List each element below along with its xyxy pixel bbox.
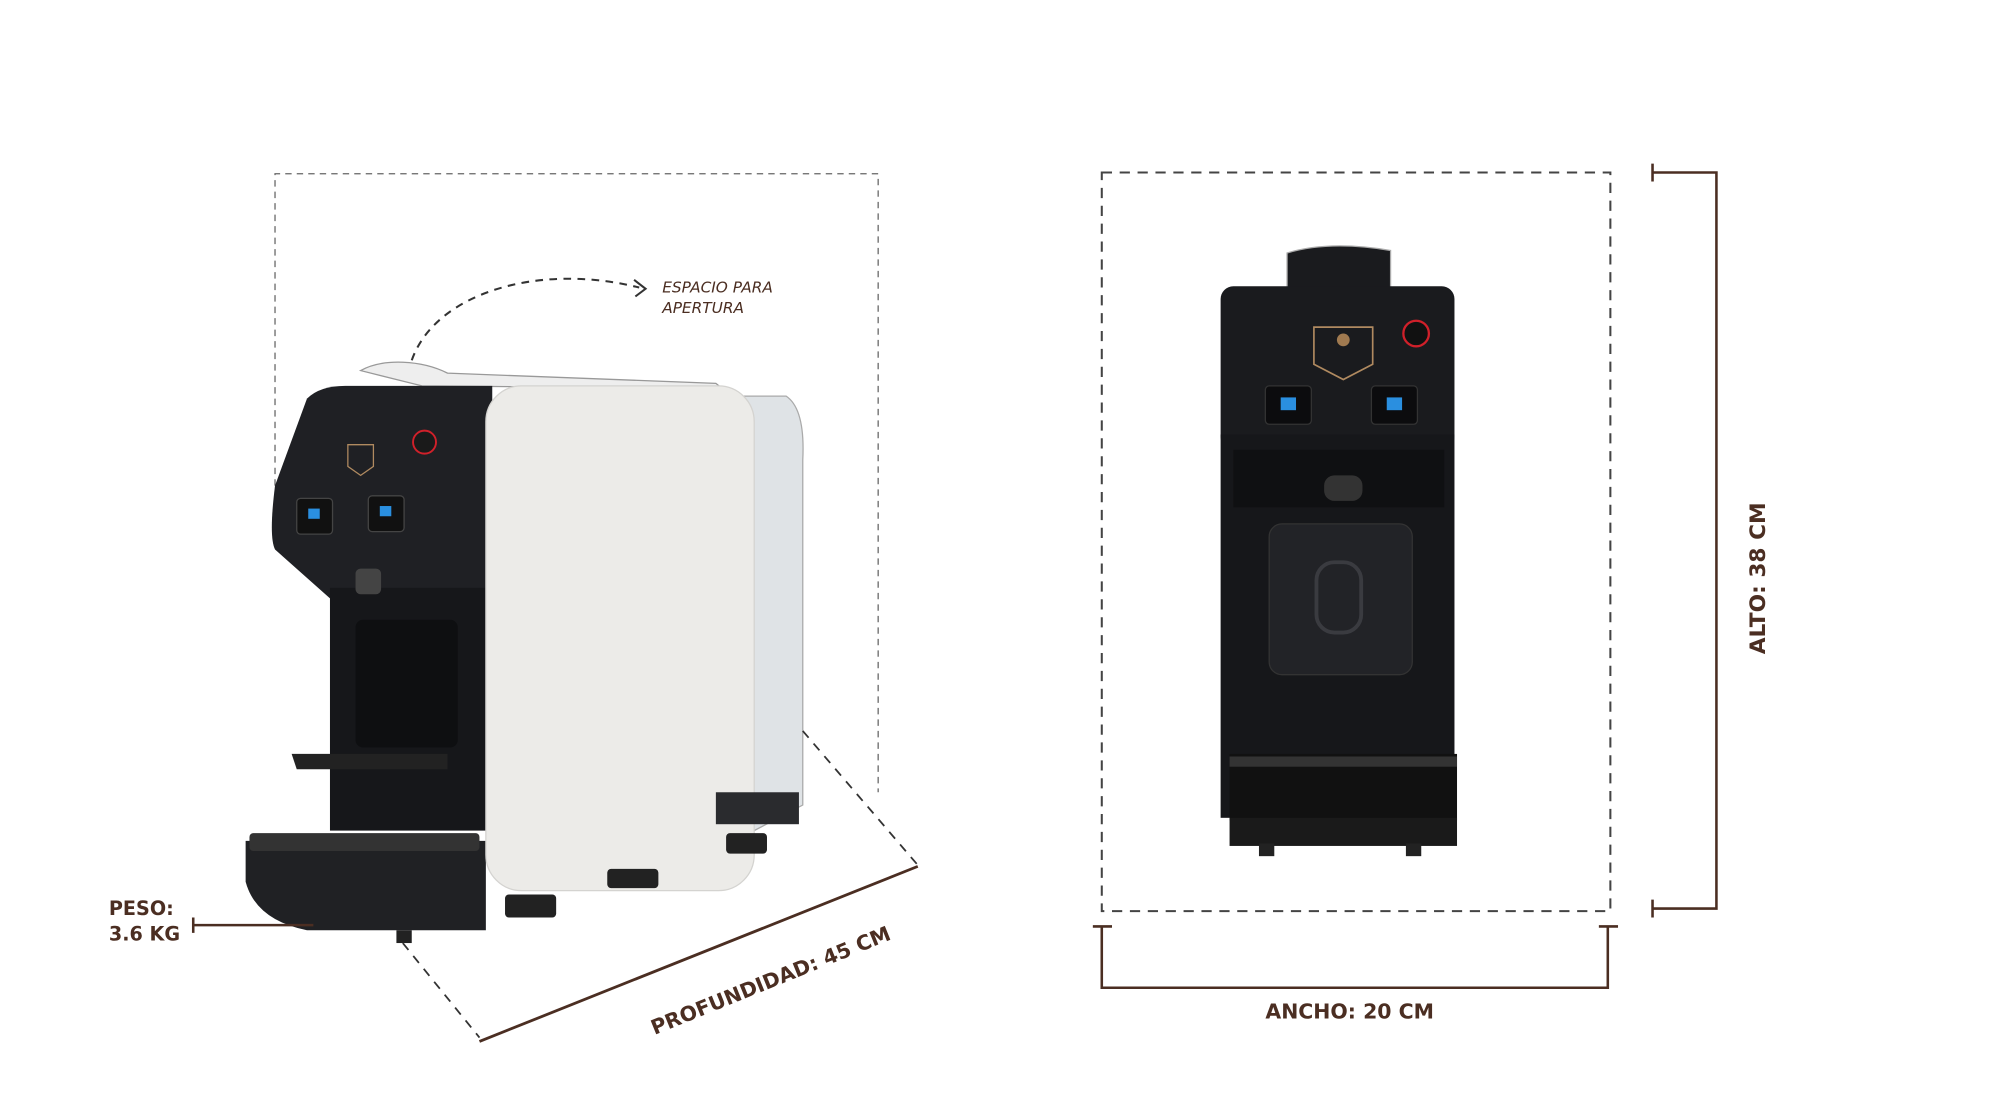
opening-space-label-1: ESPACIO PARA	[662, 279, 773, 297]
height-dimension-line	[1651, 163, 1718, 918]
front-view: ANCHO: 20 CM ALTO: 38 CM	[1092, 163, 1771, 1023]
depth-label: PROFUNDIDAD: 45 CM	[647, 921, 894, 1039]
height-label: ALTO: 38 CM	[1746, 502, 1771, 654]
side-view: ESPACIO PARA APERTURA	[109, 173, 919, 1043]
weight-pointer-line	[191, 917, 314, 933]
weight-value: 3.6 KG	[109, 922, 180, 945]
front-dashed-box	[1100, 171, 1612, 913]
width-dimension-line	[1092, 925, 1619, 990]
weight-label: PESO:	[109, 897, 174, 920]
depth-dimension-line	[478, 865, 919, 1043]
coffee-machine-front-photo	[1220, 245, 1458, 857]
arrow-head-icon	[633, 279, 648, 298]
depth-dashed-guides	[402, 730, 919, 1039]
opening-space-label-2: APERTURA	[661, 299, 744, 317]
width-label: ANCHO: 20 CM	[1265, 999, 1434, 1023]
opening-arrow	[410, 277, 640, 361]
brand-logo	[1313, 326, 1374, 381]
opening-space-dashed-box	[274, 173, 879, 793]
coffee-machine-side-photo	[245, 361, 804, 944]
